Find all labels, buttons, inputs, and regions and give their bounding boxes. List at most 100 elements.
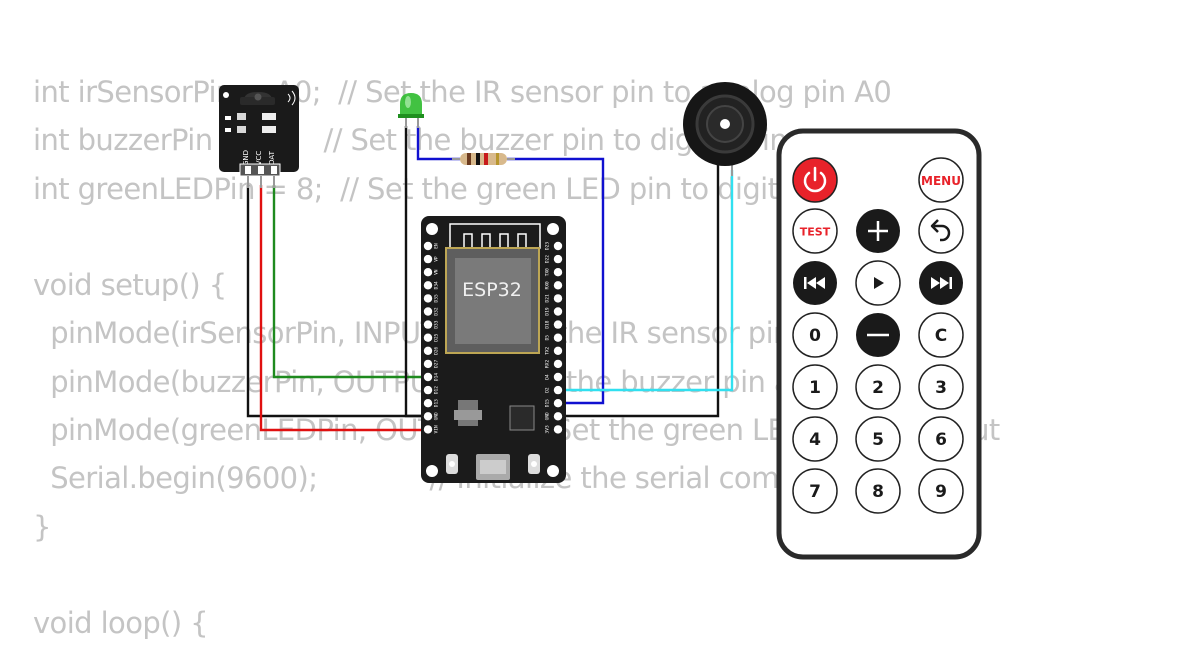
test-button[interactable]: TEST [792, 208, 838, 254]
key-4[interactable]: 4 [792, 416, 838, 462]
esp32-pin-left-9[interactable] [423, 359, 433, 369]
key-8-label: 8 [872, 482, 884, 502]
minus-button[interactable] [856, 313, 900, 357]
esp32-pin-label: D12 [434, 386, 440, 394]
key-6[interactable]: 6 [918, 416, 964, 462]
previous-button[interactable] [793, 261, 837, 305]
esp32-pin-right-10[interactable] [553, 372, 563, 382]
esp32-pin-label: D21 [545, 294, 551, 302]
esp32-left-header: ENVPVND34D35D32D33D25D26D27D14D12D13GNDV… [423, 241, 440, 434]
esp32-pin-right-3[interactable] [553, 281, 563, 290]
back-button[interactable] [918, 208, 964, 254]
esp32-board[interactable]: ESP32 ENVPVND34D35D32D33D25D26D27D14D12D… [421, 216, 566, 483]
wire-buzzer-gnd [560, 160, 720, 418]
esp32-pin-label: EN [434, 243, 440, 249]
esp32-pin-right-12[interactable] [553, 399, 563, 408]
menu-button[interactable]: MENU [918, 157, 964, 203]
esp32-pin-right-7[interactable] [553, 333, 563, 342]
esp32-pin-left-1[interactable] [423, 254, 433, 264]
skip-next-icon [931, 277, 952, 289]
esp32-pin-left-10[interactable] [423, 372, 433, 382]
wire-ir-dat [272, 185, 428, 379]
wire-resistor-to-esp [507, 157, 605, 405]
esp32-pin-left-8[interactable] [423, 346, 433, 355]
esp32-right-header: D23D22TX0RX0D21D19D18D5TX2RX2D4D2D15GND3… [545, 242, 563, 434]
test-label: TEST [800, 226, 831, 239]
back-arrow-icon [930, 219, 951, 242]
esp32-pin-label: D2 [545, 387, 551, 393]
key-6-label: 6 [935, 430, 947, 450]
green-led[interactable] [398, 93, 424, 128]
code-line: int irSensorPin = A0; // Set the IR sens… [33, 75, 892, 109]
key-9-label: 9 [935, 482, 947, 502]
esp32-pin-left-13[interactable] [423, 412, 433, 421]
resistor[interactable] [452, 153, 515, 165]
esp32-pin-right-8[interactable] [553, 346, 563, 355]
esp32-pin-label: VIN [434, 425, 440, 433]
esp32-pin-label: D18 [545, 320, 551, 328]
esp32-pin-right-9[interactable] [553, 359, 563, 369]
key-9[interactable]: 9 [918, 468, 964, 514]
wire-led-cathode [404, 126, 428, 418]
key-2-label: 2 [872, 378, 884, 398]
esp32-pin-label: 3V3 [545, 425, 551, 433]
esp32-pin-right-1[interactable] [553, 254, 563, 264]
esp32-pin-label: GND [434, 412, 440, 420]
power-button[interactable] [792, 157, 838, 203]
esp32-pin-right-0[interactable] [553, 241, 563, 251]
esp32-pin-right-2[interactable] [553, 268, 563, 277]
esp32-pin-left-7[interactable] [423, 333, 433, 342]
esp32-pin-label: VN [434, 269, 440, 275]
ir-pin-label-gnd: GND [242, 150, 250, 166]
esp32-pin-right-14[interactable] [553, 425, 563, 434]
esp32-pin-right-4[interactable] [553, 294, 563, 303]
key-0[interactable]: 0 [792, 312, 838, 358]
key-7-label: 7 [809, 482, 821, 502]
esp32-pin-right-11[interactable] [553, 385, 563, 395]
esp32-pin-left-0[interactable] [423, 241, 433, 251]
ir-remote[interactable]: MENU TEST [776, 128, 982, 560]
esp32-pin-label: D14 [434, 373, 440, 381]
esp32-pin-left-2[interactable] [423, 268, 433, 277]
esp32-pin-left-5[interactable] [423, 307, 433, 316]
esp32-pin-right-6[interactable] [553, 320, 563, 329]
ir-sensor-module[interactable]: GND VCC DAT [219, 85, 299, 188]
key-7[interactable]: 7 [792, 468, 838, 514]
esp32-pin-left-11[interactable] [423, 385, 433, 395]
esp32-pin-right-13[interactable] [553, 412, 563, 421]
esp32-pin-label: D23 [545, 242, 551, 250]
esp32-chip-label: ESP32 [462, 279, 522, 301]
esp32-pin-label: VP [434, 256, 440, 262]
esp32-pin-label: RX2 [545, 360, 551, 368]
key-5[interactable]: 5 [855, 416, 901, 462]
esp32-pin-left-12[interactable] [423, 399, 433, 408]
esp32-pin-label: D19 [545, 307, 551, 315]
ir-pin-label-dat: DAT [268, 150, 276, 165]
wire-ir-gnd [246, 185, 428, 418]
esp32-pin-label: GND [545, 412, 551, 420]
esp32-pin-label: D26 [434, 346, 440, 354]
esp32-pin-label: D5 [545, 335, 551, 341]
esp32-pin-left-4[interactable] [423, 294, 433, 303]
key-3[interactable]: 3 [918, 364, 964, 410]
wires [246, 126, 734, 432]
key-1-label: 1 [809, 378, 821, 398]
key-0-label: 0 [809, 326, 821, 346]
buzzer[interactable] [683, 82, 767, 176]
plus-button[interactable] [856, 209, 900, 253]
next-button[interactable] [919, 261, 963, 305]
esp32-pin-left-6[interactable] [423, 320, 433, 329]
esp32-pin-left-3[interactable] [423, 281, 433, 290]
esp32-pin-label: D22 [545, 255, 551, 263]
key-5-label: 5 [872, 430, 884, 450]
esp32-pin-right-5[interactable] [553, 307, 563, 316]
key-2[interactable]: 2 [855, 364, 901, 410]
key-c[interactable]: C [918, 312, 964, 358]
wire-buzzer-signal [560, 170, 734, 392]
key-1[interactable]: 1 [792, 364, 838, 410]
esp32-pin-label: D25 [434, 333, 440, 341]
key-8[interactable]: 8 [855, 468, 901, 514]
play-button[interactable] [855, 260, 901, 306]
code-line: void setup() { [33, 268, 227, 303]
esp32-pin-left-14[interactable] [423, 425, 433, 434]
